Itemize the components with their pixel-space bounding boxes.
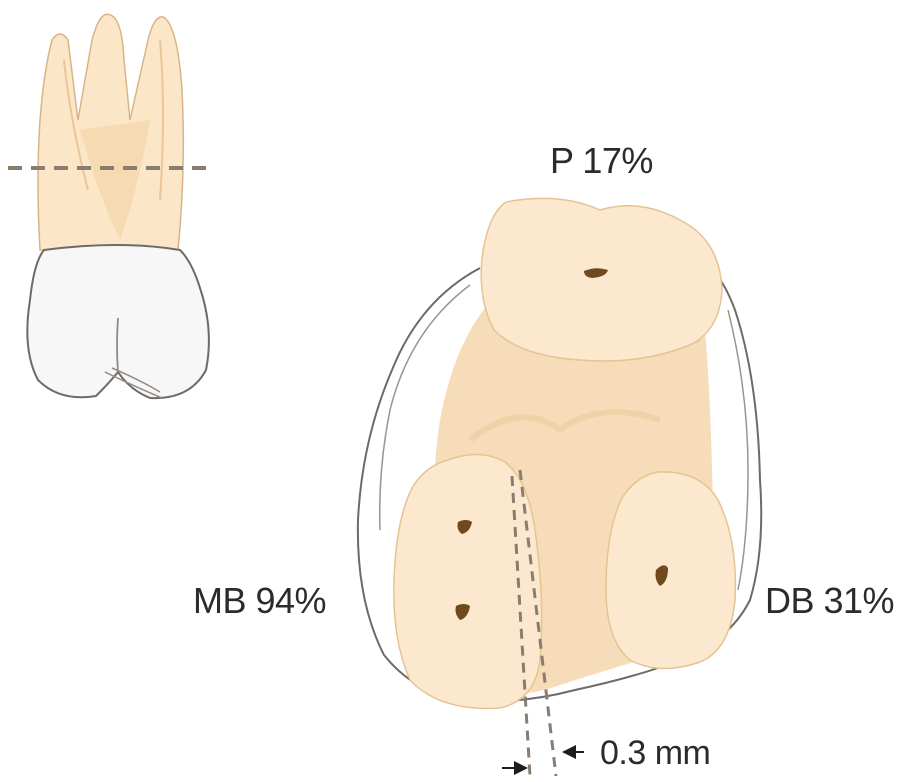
root-cross-section [358,198,761,776]
distobuccal-label: DB 31% [765,580,894,622]
palatal-label: P 17% [550,140,653,182]
arrow-right-icon [502,761,528,775]
arrow-left-icon [562,745,584,759]
molar-tooth-icon [8,14,214,398]
mesiobuccal-label: MB 94% [193,580,326,622]
distance-label: 0.3 mm [600,734,710,773]
distobuccal-root [606,472,735,669]
palatal-root [481,198,722,361]
